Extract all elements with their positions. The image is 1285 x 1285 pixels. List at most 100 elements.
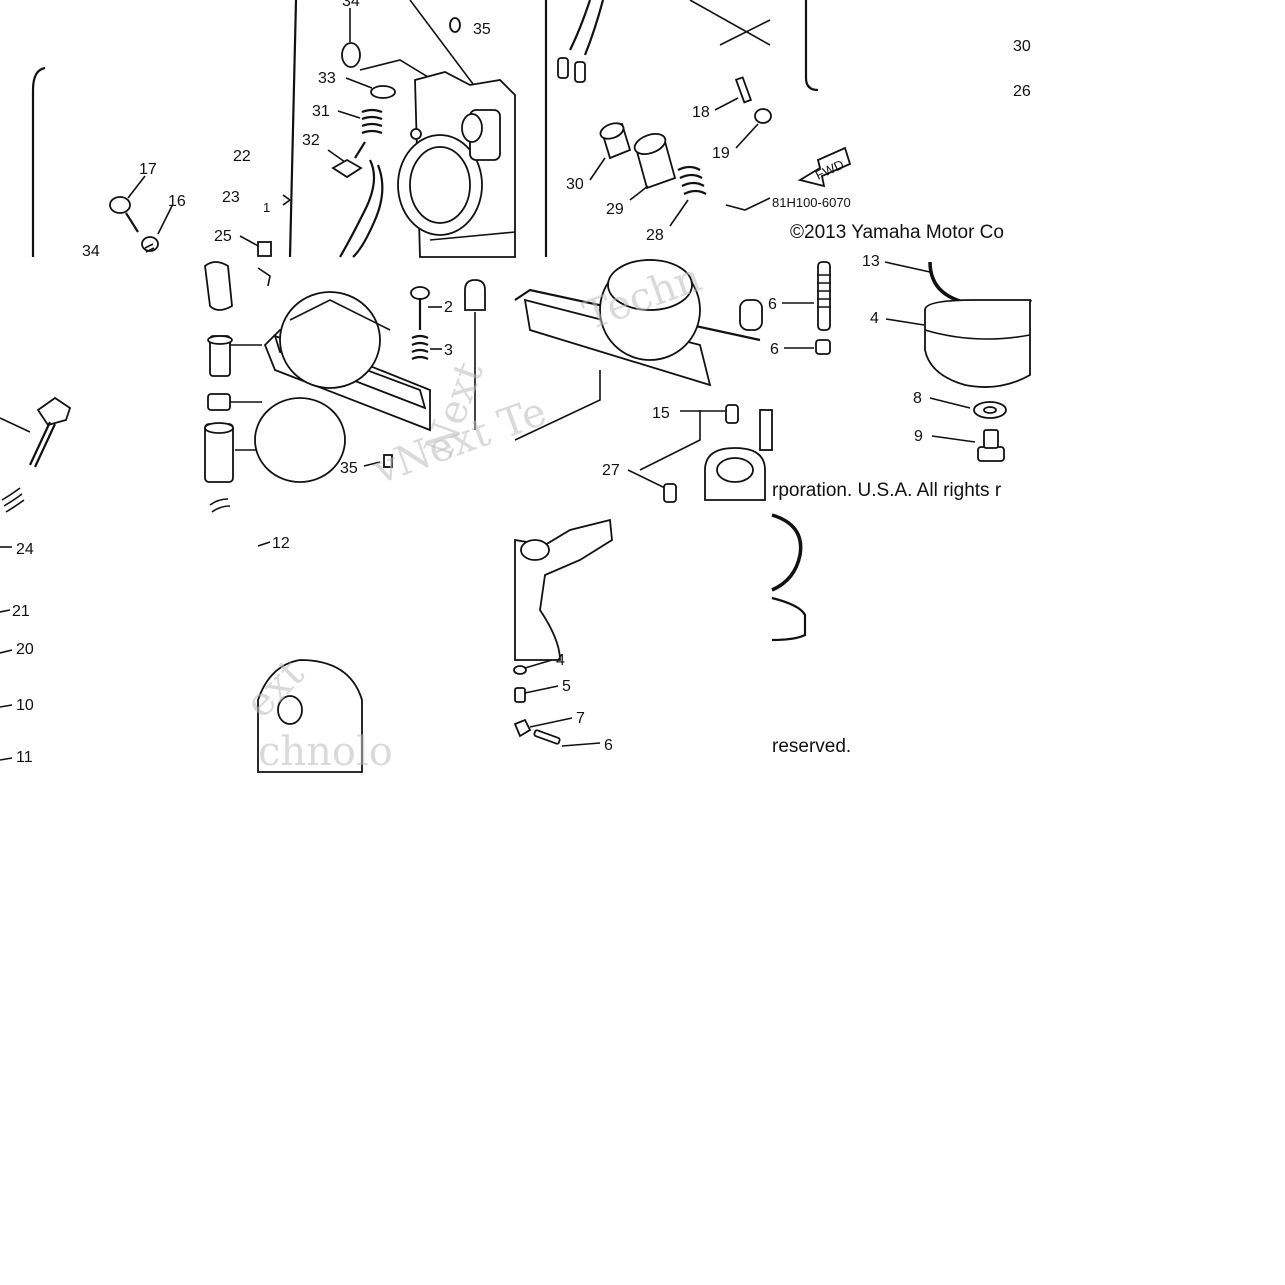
spring-3 — [411, 334, 429, 360]
diaphragm-29 — [633, 133, 677, 190]
copyright-line-1: ©2013 Yamaha Motor Co — [790, 222, 1004, 243]
piston-30 — [599, 122, 632, 160]
washer-33 — [370, 85, 396, 99]
callout-4-low: 4 — [556, 652, 565, 669]
tile-mid-left — [0, 396, 72, 513]
callout-15: 15 — [652, 405, 670, 422]
tile-top-left: 17 16 22 23 1 25 34 — [31, 0, 298, 260]
callout-25: 25 — [214, 228, 232, 245]
plug-15 — [725, 404, 739, 424]
callout-35-top: 35 — [473, 21, 491, 38]
tile-mid-right: 13 4 6 6 8 9 rporation. U.S.A. All right… — [768, 253, 1032, 501]
copyright-line-2: rporation. U.S.A. All rights r — [772, 480, 1002, 501]
callout-22: 22 — [233, 148, 251, 165]
callout-34-left: 34 — [82, 243, 100, 260]
callout-8: 8 — [913, 390, 922, 407]
bowl-arc — [771, 596, 807, 642]
callout-29: 29 — [606, 201, 624, 218]
callout-3: 3 — [444, 342, 453, 359]
callout-6-a: 6 — [768, 296, 777, 313]
tile-top-right: 30 26 FWD 81H100-6070 ©2013 Yamaha Motor… — [772, 0, 1031, 243]
callout-26-right: 26 — [1013, 83, 1031, 100]
callout-33: 33 — [318, 70, 336, 87]
bracket-vertical — [288, 0, 298, 258]
needle-jet — [207, 335, 262, 377]
callout-19: 19 — [712, 145, 730, 162]
screw-17 — [109, 196, 139, 233]
screw-32 — [331, 158, 363, 179]
callout-34-top: 34 — [342, 0, 360, 10]
callout-30: 30 — [566, 176, 584, 193]
stud-6 — [817, 261, 831, 331]
washer-mid — [207, 393, 231, 411]
callout-13: 13 — [862, 253, 880, 270]
tile-lower-center: 4 5 7 6 — [513, 518, 613, 754]
callout-2: 2 — [444, 299, 453, 316]
tile-lower-center-left: 12 chnolo ext — [237, 535, 393, 775]
brace-tip — [282, 194, 292, 206]
pin-6-low — [533, 729, 561, 745]
callout-27: 27 — [602, 462, 620, 479]
spring-left — [1, 487, 25, 513]
clip-7 — [513, 718, 532, 738]
callout-24: 24 — [16, 541, 34, 558]
tile-top-right-center: 18 19 30 29 28 — [544, 0, 772, 257]
carb-rail — [254, 291, 431, 483]
edge-part — [759, 409, 773, 451]
callout-7: 7 — [576, 710, 585, 727]
callout-12: 12 — [272, 535, 290, 552]
callout-4-right: 4 — [870, 310, 879, 327]
callout-11: 11 — [16, 749, 33, 766]
callout-30-right: 30 — [1013, 38, 1031, 55]
screw-2 — [410, 286, 430, 330]
clip-35 — [449, 17, 461, 33]
screw-head — [410, 128, 422, 140]
main-jet — [204, 422, 234, 483]
nut-6 — [815, 339, 831, 355]
screw-19 — [754, 108, 772, 124]
plug-9 — [977, 429, 1005, 462]
spring-bottom — [209, 498, 231, 513]
callout-1: 1 — [263, 200, 270, 215]
nipple-25 — [257, 241, 272, 257]
callout-16: 16 — [168, 193, 186, 210]
spring-31 — [361, 108, 383, 135]
tile-lower-left: 24 21 20 10 11 — [0, 541, 34, 766]
callout-5: 5 — [562, 678, 571, 695]
callout-18: 18 — [692, 104, 710, 121]
jet-upper — [204, 261, 233, 311]
wire-lead — [569, 0, 605, 56]
fwd-arrow: FWD — [797, 146, 852, 188]
callout-9: 9 — [914, 428, 923, 445]
callout-20: 20 — [16, 641, 34, 658]
tile-mid-center-right: 15 27 Techn — [514, 255, 773, 503]
callout-23: 23 — [222, 189, 240, 206]
tile-lower-right: reserved. — [771, 513, 851, 757]
callout-6-b: 6 — [770, 341, 779, 358]
callout-17: 17 — [139, 161, 157, 178]
stub — [739, 299, 763, 331]
callout-32: 32 — [302, 132, 320, 149]
tile-mid-center-left: 2 3 35 vNext Te Next — [204, 261, 552, 513]
spring-28 — [677, 165, 707, 195]
spring-16 — [141, 236, 159, 253]
plunger — [464, 279, 486, 311]
hose — [339, 159, 384, 258]
connector-1 — [557, 57, 569, 79]
callout-28: 28 — [646, 227, 664, 244]
watermark-4: chnolo — [258, 729, 393, 775]
bracket-left — [31, 66, 46, 257]
tile-top-center: 34 35 33 31 32 — [302, 0, 516, 258]
clip-35-mid — [383, 454, 393, 468]
part-code: 81H100-6070 — [772, 195, 851, 210]
callout-10: 10 — [16, 697, 34, 714]
bowl-fragment — [257, 659, 363, 773]
screw-27 — [663, 483, 677, 503]
pin-18 — [734, 76, 753, 104]
callout-31: 31 — [312, 103, 330, 120]
knob-screw — [29, 396, 72, 468]
callout-21: 21 — [12, 603, 30, 620]
connector-2 — [574, 61, 586, 83]
bracket-right — [804, 0, 819, 92]
